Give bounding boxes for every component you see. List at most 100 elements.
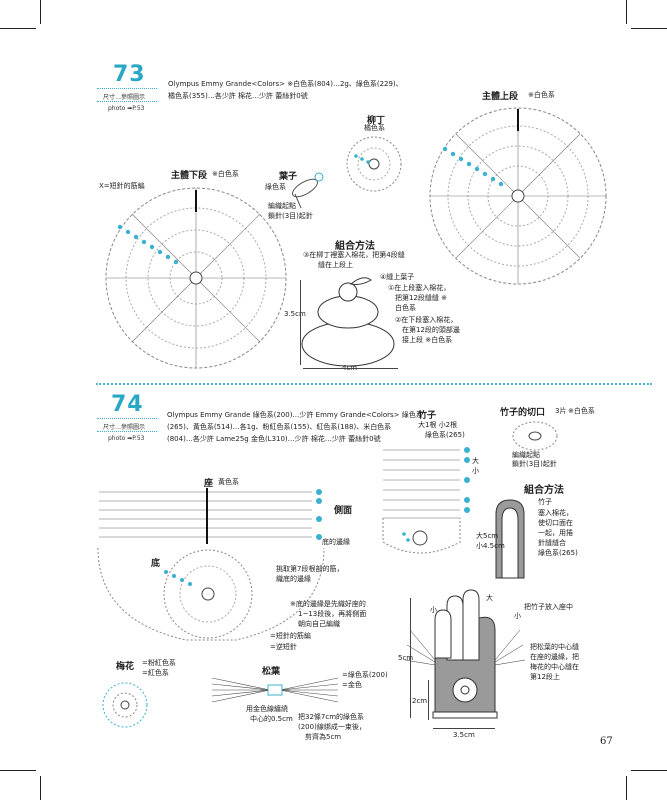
assembly-step: 綠色系(265)	[538, 549, 578, 557]
pattern-number-73: 73	[113, 62, 146, 87]
pine-note: (200)線綁成一束後，	[298, 723, 366, 731]
edge-label: 底的邊緣	[322, 538, 350, 546]
crop-mark	[631, 770, 667, 771]
size-note: 尺寸…參照圖示	[103, 424, 146, 431]
leaf-note: 編織起點	[268, 202, 296, 210]
assembly-step: ④縫上葉子	[380, 273, 415, 281]
assembly-step: ②在下段塞入棉花，	[395, 316, 458, 324]
dimension: 5cm	[398, 654, 414, 662]
assembly-step: 接上段 ※白色系	[402, 336, 453, 344]
pine-note: 把32條7cm的綠色系	[298, 713, 365, 721]
assembly-step: 塞入棉花，	[538, 509, 573, 517]
assembly-step: 把第12段縫縫 ※	[395, 294, 447, 302]
top-body-chart	[429, 107, 607, 285]
bottom-body-chart	[105, 187, 287, 369]
chart-title: 竹子的切口	[500, 408, 546, 418]
chart-color: ※白色系	[528, 91, 555, 99]
assembly-step: 竹子	[538, 498, 552, 506]
pattern-number-74: 74	[111, 392, 144, 417]
edge-note: 朝向自己編織	[298, 620, 340, 628]
dimension: 3.5cm	[453, 731, 475, 739]
cut-note: 鎖針(3目)起針	[512, 460, 557, 468]
pine-note: 用金色線纏繞	[246, 705, 288, 713]
base-bottom-chart	[97, 547, 325, 641]
crop-mark	[0, 770, 36, 771]
stitch-legend: X=短針的筋編	[99, 182, 145, 190]
dimension-line	[410, 598, 411, 718]
dimension: 2cm	[412, 697, 428, 705]
bamboo-assembly-illustration	[495, 499, 525, 579]
dimension-height: 3.5cm	[284, 310, 306, 318]
assembly-note: 把竹子放入座中	[524, 603, 573, 611]
chart-title: 竹子	[418, 411, 437, 421]
small-label: 小	[514, 612, 521, 620]
chart-title: 座	[204, 479, 214, 489]
crop-mark	[626, 0, 627, 24]
dotted-rule	[97, 418, 157, 419]
chart-title: 柳丁	[367, 116, 386, 126]
big-label: 大	[486, 594, 493, 602]
cut-note: 編織起點	[512, 451, 540, 459]
assembly-step: 針縫縫合	[538, 539, 566, 547]
dotted-rule	[97, 88, 157, 89]
size-small: 小4.5cm	[476, 542, 505, 550]
plum-chart	[102, 682, 148, 728]
stitch-legend: =短針的筋編	[270, 632, 311, 640]
base-note: 織底的邊緣	[276, 575, 311, 583]
assembly-title: 組合方法	[524, 485, 564, 496]
bottom-label: 底	[151, 559, 161, 569]
chart-title: 松葉	[262, 667, 281, 677]
dimension-line	[433, 728, 495, 729]
bamboo-cut-chart	[512, 421, 558, 451]
assembly-step: 在第12段的頭部邊	[402, 326, 460, 334]
materials-line: Olympus Emmy Grande<Colors> ※白色系(804)…2g…	[168, 80, 403, 88]
chart-color: 橘色系	[364, 124, 385, 132]
chart-color: 綠色系	[265, 183, 286, 191]
crop-mark	[631, 28, 667, 29]
leaf-note: 鎖針(3目)起針	[268, 212, 313, 220]
chart-title: 主體下段	[171, 171, 208, 181]
page-number: 67	[600, 736, 613, 747]
dimension-line	[303, 368, 398, 369]
assembly-step: 一起，用捲	[538, 529, 573, 537]
assembly-title: 組合方法	[335, 241, 375, 252]
photo-ref: photo ➡P.53	[108, 435, 145, 442]
chart-count: 大1根 小2根	[418, 421, 458, 429]
base-side-chart	[99, 488, 322, 544]
small-label: 小	[472, 467, 479, 475]
section-divider	[96, 383, 652, 385]
assembly-step: 白色系	[395, 304, 416, 312]
chart-color: ※白色系	[568, 407, 595, 415]
assembly-note: 在座的邊緣，把	[530, 653, 579, 661]
chart-color: ※白色系	[212, 170, 239, 178]
small-label: 小	[430, 606, 437, 614]
chart-title: 梅花	[116, 662, 135, 672]
orange-chart	[346, 136, 402, 192]
assembly-step: ①在上段塞入棉花，	[388, 284, 451, 292]
crop-mark	[40, 776, 41, 800]
edge-note: 1~13段後，再將側面	[298, 610, 367, 618]
photo-ref: photo ➡P.53	[108, 105, 145, 112]
materials-line: 橘色系(355)…各少許 棉花…少許 蕾絲針0號	[168, 92, 308, 100]
chart-title: 主體上段	[482, 92, 519, 102]
size-big: 大5cm	[476, 532, 499, 540]
assembly-note: 梅花的中心縫在	[530, 663, 579, 671]
chart-title: 葉子	[279, 172, 298, 182]
dimension-line	[300, 280, 301, 365]
pine-legend: =綠色系(200)	[342, 671, 388, 679]
big-label: 大	[472, 457, 479, 465]
kagami-mochi-illustration	[301, 277, 395, 367]
size-note: 尺寸…參照圖示	[103, 94, 146, 101]
bamboo-chart	[382, 447, 470, 554]
pine-note: 中心的0.5cm	[250, 715, 293, 723]
edge-note: ※底的邊緣是先織好座的	[290, 600, 366, 608]
assembly-step: ③在柳丁裡塞入棉花，把第4段縫	[303, 251, 405, 259]
pine-note: 剪齊為5cm	[305, 733, 342, 741]
stitch-legend: =逆短針	[270, 643, 297, 651]
leaf-chart	[292, 172, 324, 209]
assembly-note: 把松葉的中心縫	[530, 643, 579, 651]
side-label: 側面	[334, 506, 353, 516]
kadomatsu-illustration	[404, 589, 526, 719]
crop-mark	[0, 28, 36, 29]
dotted-rule	[97, 431, 157, 432]
